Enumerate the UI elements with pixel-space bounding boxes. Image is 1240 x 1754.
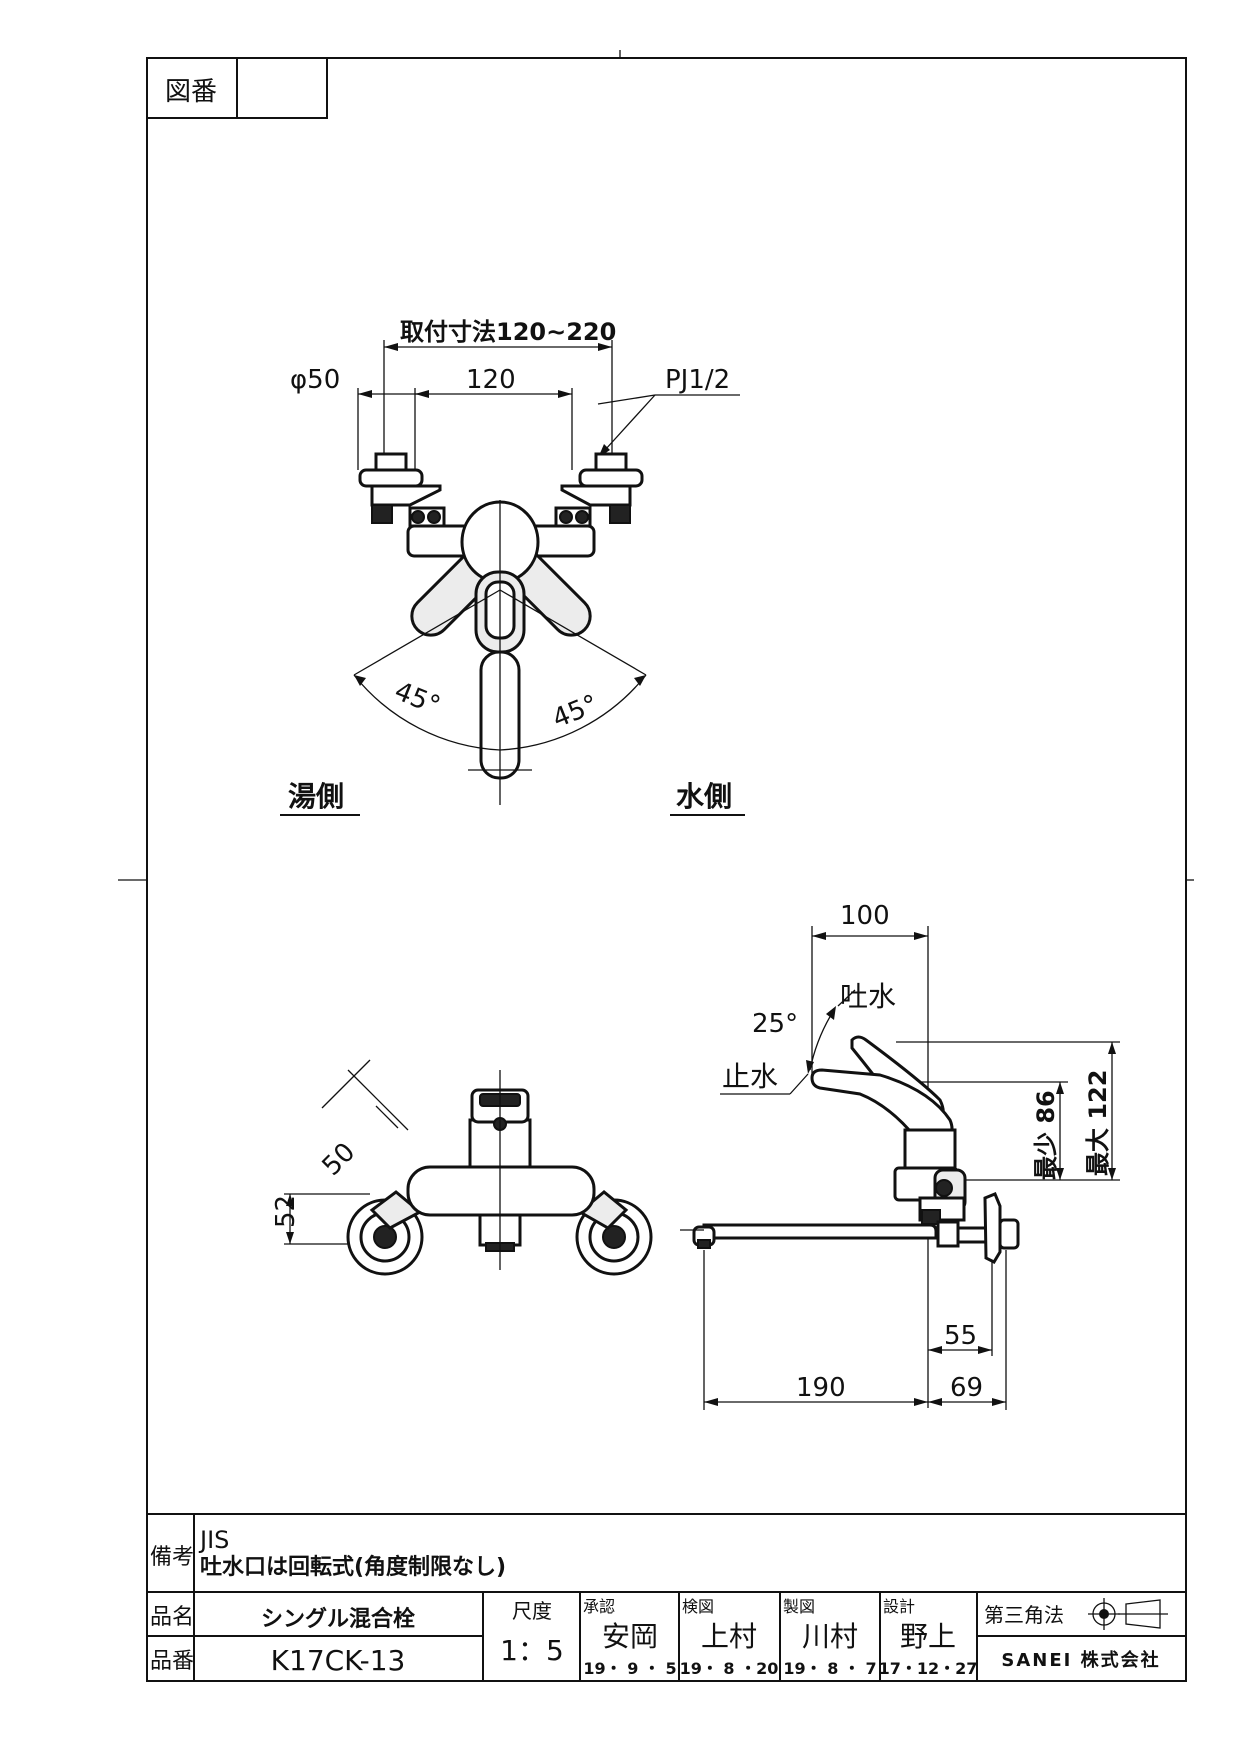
dim-mounting-range: 取付寸法120~220: [400, 318, 616, 346]
dim-max-122: 最大 122: [1084, 1070, 1112, 1176]
design-label: 設計: [883, 1597, 915, 1616]
cold-side-label: 水側: [676, 780, 732, 813]
dim-diameter: φ50: [290, 365, 340, 395]
check-label: 検図: [682, 1597, 714, 1616]
scale-value: 1：5: [500, 1634, 564, 1667]
remarks-line-1: JIS: [198, 1526, 229, 1554]
dim-side-190: 190: [796, 1373, 846, 1403]
check-date: 19・ 8 ・20: [680, 1659, 779, 1678]
draft-name: 川村: [802, 1620, 858, 1653]
remarks-line-2: 吐水口は回転式(角度制限なし): [200, 1554, 506, 1580]
title-block: [147, 1513, 1186, 1681]
drawing-frame: [118, 50, 1194, 1682]
number-label: 品番: [150, 1649, 194, 1674]
hot-side-label: 湯側: [288, 780, 344, 813]
draft-date: 19・ 8 ・ 7: [783, 1659, 876, 1678]
approve-label: 承認: [583, 1597, 615, 1616]
front-view: [284, 1059, 653, 1276]
angle-left: 45°: [390, 676, 444, 721]
dim-center-distance: 120: [466, 365, 516, 395]
thread-label: PJ1/2: [665, 365, 730, 395]
dim-side-69: 69: [950, 1373, 983, 1403]
approve-date: 19・ 9 ・ 5: [583, 1659, 676, 1678]
name-label: 品名: [150, 1605, 194, 1630]
remarks-label: 備考: [150, 1545, 194, 1570]
design-date: 17・12・27: [879, 1659, 978, 1678]
top-view: [280, 340, 745, 816]
dim-front-height: 52: [271, 1195, 301, 1228]
dim-side-100: 100: [840, 901, 890, 931]
check-name: 上村: [701, 1620, 757, 1653]
dim-front-diagonal: 50: [317, 1137, 362, 1182]
side-view: [680, 926, 1120, 1410]
dim-min-86: 最少 86: [1032, 1090, 1060, 1180]
angle-right: 45°: [548, 689, 602, 734]
dim-side-55: 55: [944, 1321, 977, 1351]
product-number: K17CK-13: [271, 1644, 406, 1677]
design-name: 野上: [900, 1620, 956, 1653]
scale-label: 尺度: [512, 1599, 552, 1623]
product-name: シングル混合栓: [261, 1606, 415, 1632]
drawing-no-label: 図番: [165, 77, 217, 107]
company-name: SANEI 株式会社: [1001, 1649, 1160, 1671]
projection-label: 第三角法: [984, 1603, 1064, 1627]
approve-name: 安岡: [602, 1620, 658, 1653]
spout-open-label: 吐水: [840, 980, 896, 1013]
draft-label: 製図: [783, 1597, 815, 1616]
lever-angle: 25°: [752, 1009, 798, 1039]
spout-close-label: 止水: [722, 1060, 778, 1093]
